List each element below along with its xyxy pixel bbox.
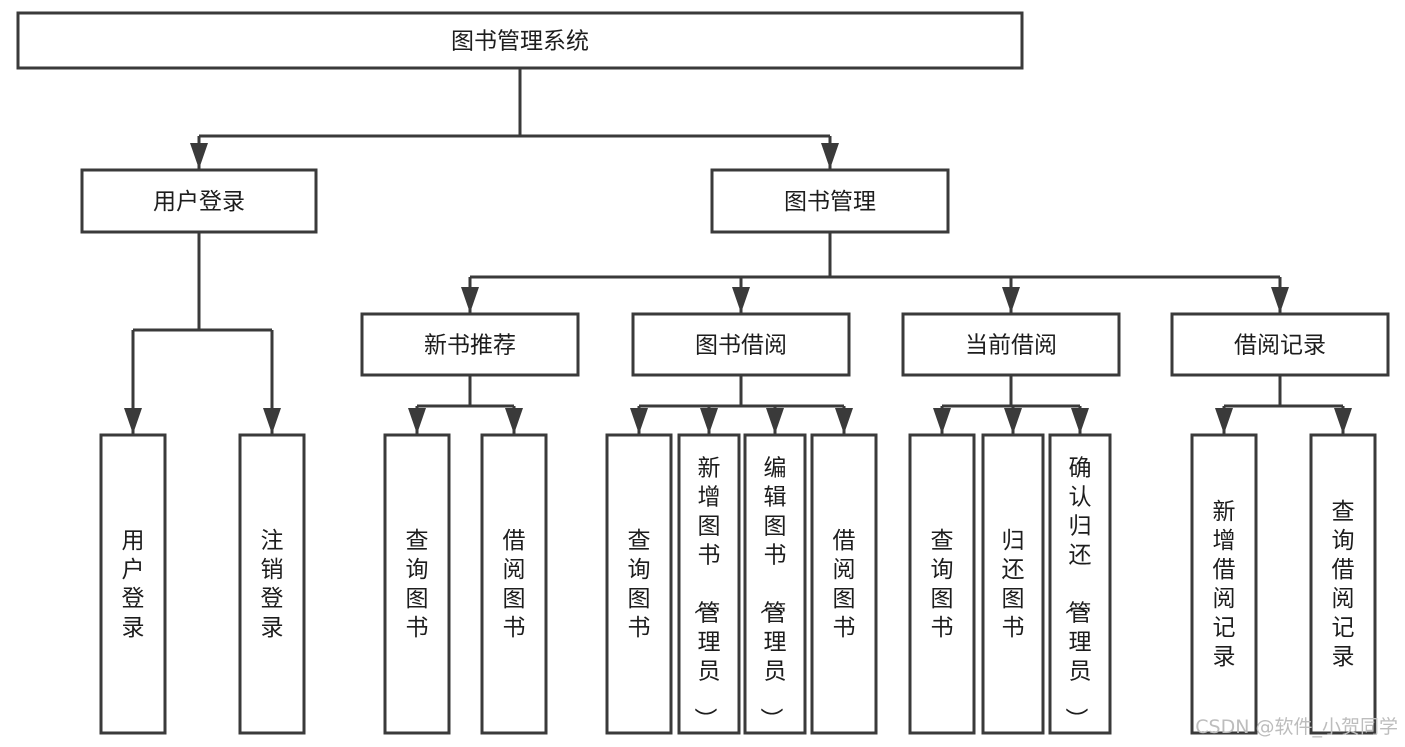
node-borrow-record-label: 借阅记录 xyxy=(1234,333,1326,359)
node-user-login-box[interactable] xyxy=(80,168,318,234)
arrow-head-icon xyxy=(263,408,281,434)
csdn-watermark: CSDN @软件_小贺同学 xyxy=(1195,716,1398,738)
leaf-leaf-user-login-label: 用户登录 xyxy=(122,528,145,641)
leaf-leaf-borrow-book-2-label: 借阅图书 xyxy=(833,528,856,641)
leaf-leaf-borrow-book-2-box[interactable] xyxy=(810,433,878,735)
leaf-leaf-query-record-box[interactable] xyxy=(1309,433,1377,735)
leaf-leaf-user-login-box[interactable] xyxy=(99,433,167,735)
node-layer: 图书管理系统用户登录图书管理新书推荐图书借阅当前借阅借阅记录用户登录注销登录查询… xyxy=(16,11,1390,735)
leaf-leaf-confirm-return-box[interactable] xyxy=(1048,433,1112,735)
leaf-leaf-edit-book-box[interactable] xyxy=(743,433,807,735)
arrow-head-icon xyxy=(835,408,853,434)
leaf-leaf-query-book-3-box[interactable] xyxy=(908,433,976,735)
leaf-leaf-user-logout-box[interactable] xyxy=(238,433,306,735)
arrow-head-icon xyxy=(461,287,479,313)
node-borrow-record-box[interactable] xyxy=(1170,312,1390,377)
arrow-head-icon xyxy=(1271,287,1289,313)
leaf-leaf-confirm-return-label: 确认归还（管理员） xyxy=(1063,456,1092,731)
leaf-leaf-return-book-label: 归还图书 xyxy=(1002,528,1025,641)
arrow-head-icon xyxy=(190,143,208,169)
arrow-head-icon xyxy=(821,143,839,169)
node-root-label: 图书管理系统 xyxy=(451,29,589,55)
node-book-borrow-label: 图书借阅 xyxy=(695,333,787,359)
arrow-head-icon xyxy=(1334,408,1352,434)
arrow-head-icon xyxy=(1002,287,1020,313)
leaf-leaf-edit-book-label: 编辑图书（管理员） xyxy=(758,456,787,731)
leaf-leaf-query-book-1-label: 查询图书 xyxy=(406,528,429,641)
node-book-management-box[interactable] xyxy=(710,168,950,234)
leaf-leaf-add-record-label: 新增借阅记录 xyxy=(1213,499,1236,670)
leaf-leaf-query-record-label: 查询借阅记录 xyxy=(1332,499,1355,670)
node-user-login-label: 用户登录 xyxy=(153,189,245,215)
leaf-leaf-add-book-box[interactable] xyxy=(677,433,741,735)
node-root-box[interactable] xyxy=(16,11,1024,70)
arrow-head-icon xyxy=(1215,408,1233,434)
leaf-leaf-query-book-2-label: 查询图书 xyxy=(628,528,651,641)
arrow-head-icon xyxy=(408,408,426,434)
leaf-leaf-query-book-2-box[interactable] xyxy=(605,433,673,735)
leaf-leaf-borrow-book-1-label: 借阅图书 xyxy=(503,528,526,641)
arrow-head-icon xyxy=(732,287,750,313)
arrow-head-icon xyxy=(700,408,718,434)
arrow-head-icon xyxy=(1004,408,1022,434)
node-current-borrow-box[interactable] xyxy=(901,312,1121,377)
node-current-borrow-label: 当前借阅 xyxy=(965,333,1057,359)
arrow-head-icon xyxy=(505,408,523,434)
leaf-leaf-return-book-box[interactable] xyxy=(981,433,1045,735)
leaf-leaf-query-book-3-label: 查询图书 xyxy=(931,528,954,641)
arrow-head-icon xyxy=(124,408,142,434)
node-book-management-label: 图书管理 xyxy=(784,189,876,215)
connector-layer xyxy=(124,68,1352,434)
node-new-book-recommend-box[interactable] xyxy=(360,312,580,377)
arrow-head-icon xyxy=(766,408,784,434)
arrow-head-icon xyxy=(630,408,648,434)
node-book-borrow-box[interactable] xyxy=(631,312,851,377)
node-new-book-recommend-label: 新书推荐 xyxy=(424,333,516,359)
leaf-leaf-user-logout-label: 注销登录 xyxy=(261,528,284,641)
arrow-head-icon xyxy=(1071,408,1089,434)
leaf-leaf-borrow-book-1-box[interactable] xyxy=(480,433,548,735)
leaf-leaf-query-book-1-box[interactable] xyxy=(383,433,451,735)
leaf-leaf-add-book-label: 新增图书（管理员） xyxy=(692,456,721,731)
leaf-leaf-add-record-box[interactable] xyxy=(1190,433,1258,735)
arrow-head-icon xyxy=(933,408,951,434)
